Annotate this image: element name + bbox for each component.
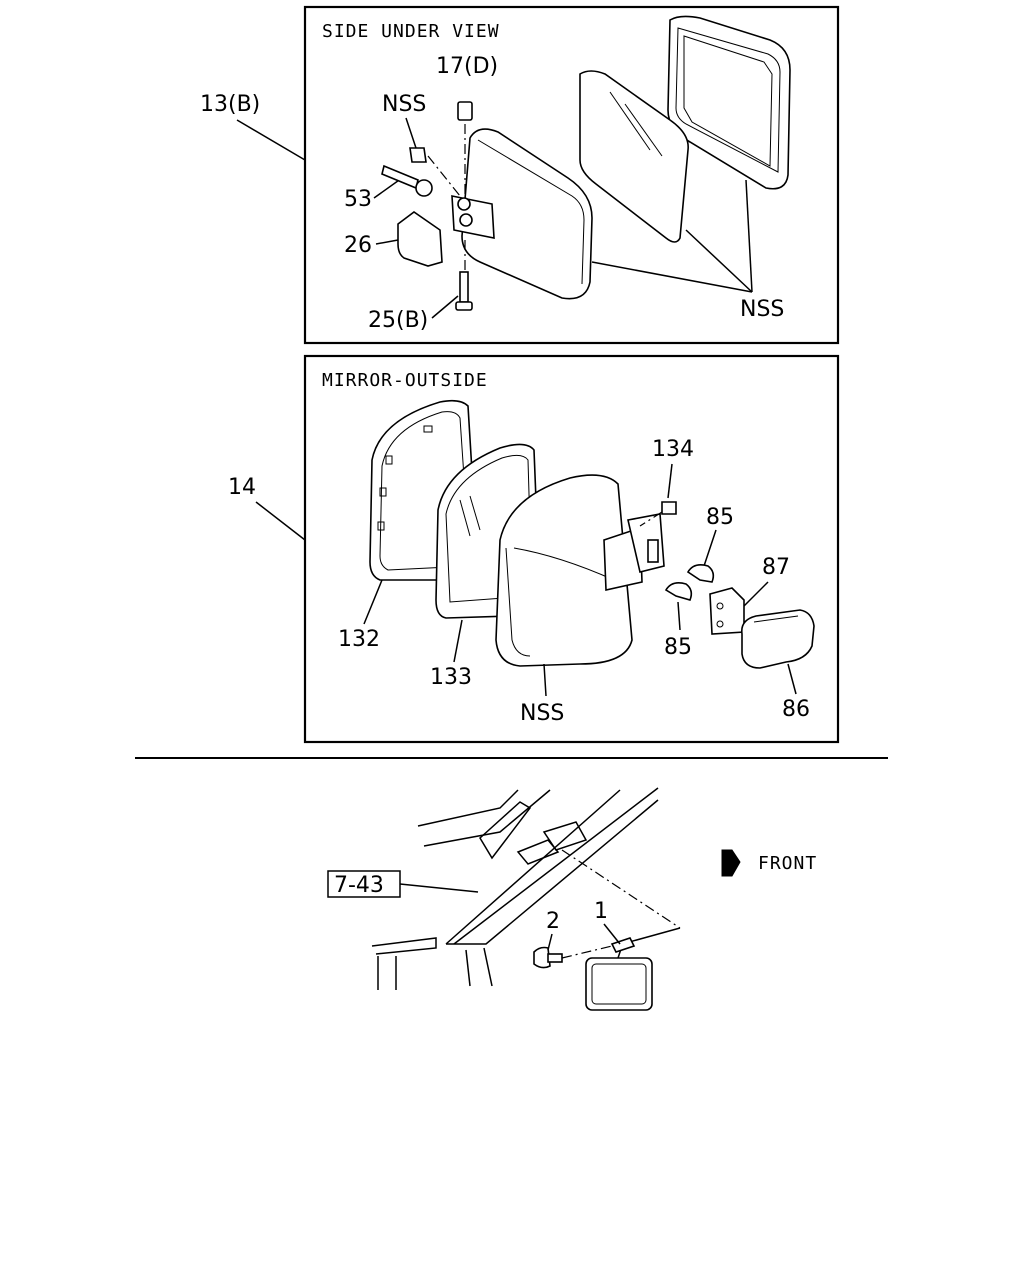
- callout-87: 87: [762, 555, 790, 580]
- page-ref-7-43[interactable]: 7-43: [334, 873, 384, 898]
- nss-mirror-label: NSS: [740, 297, 784, 322]
- callout-133: 133: [430, 665, 472, 690]
- hinge-bracket: [451, 195, 495, 239]
- callout-86: 86: [782, 697, 810, 722]
- callout-25b: 25(B): [368, 308, 428, 333]
- mirror-outside-panel: MIRROR-OUTSIDE 14 132 133 NSS: [228, 354, 840, 744]
- cover-86: [740, 609, 815, 669]
- interior-mirror-1: [585, 937, 653, 1011]
- front-arrow-icon: [721, 849, 741, 877]
- mirror-housing: [461, 128, 593, 300]
- callout-1: 1: [594, 899, 608, 924]
- assembly-ref-14: 14: [228, 475, 256, 500]
- side-under-view-panel: SIDE UNDER VIEW 13(B) NSS: [200, 5, 840, 345]
- callout-bolt-nss: NSS: [382, 92, 426, 117]
- callout-85-lower: 85: [664, 635, 692, 660]
- callout-85-upper: 85: [706, 505, 734, 530]
- screw-2: [533, 946, 563, 969]
- top-panel-frame: [303, 5, 840, 345]
- front-indicator: FRONT: [721, 849, 817, 877]
- assembly-ref-13b: 13(B): [200, 92, 260, 117]
- callout-housing-nss: NSS: [520, 701, 564, 726]
- callout-17d: 17(D): [436, 54, 498, 79]
- callout-2: 2: [546, 909, 560, 934]
- middle-panel-title: MIRROR-OUTSIDE: [322, 370, 488, 391]
- callout-53: 53: [344, 187, 372, 212]
- top-panel-title: SIDE UNDER VIEW: [322, 21, 500, 42]
- cab-roof-structure: [371, 787, 659, 990]
- callout-132: 132: [338, 627, 380, 652]
- housing-hinge: [603, 513, 665, 591]
- mirror-glass: [579, 70, 689, 243]
- interior-mirror-section: 7-43 1 2 FRONT: [327, 787, 817, 1011]
- middle-panel-frame: [303, 354, 840, 744]
- front-label: FRONT: [758, 853, 817, 874]
- callout-134: 134: [652, 437, 694, 462]
- mirror-back-frame: [667, 15, 791, 190]
- callout-26: 26: [344, 233, 372, 258]
